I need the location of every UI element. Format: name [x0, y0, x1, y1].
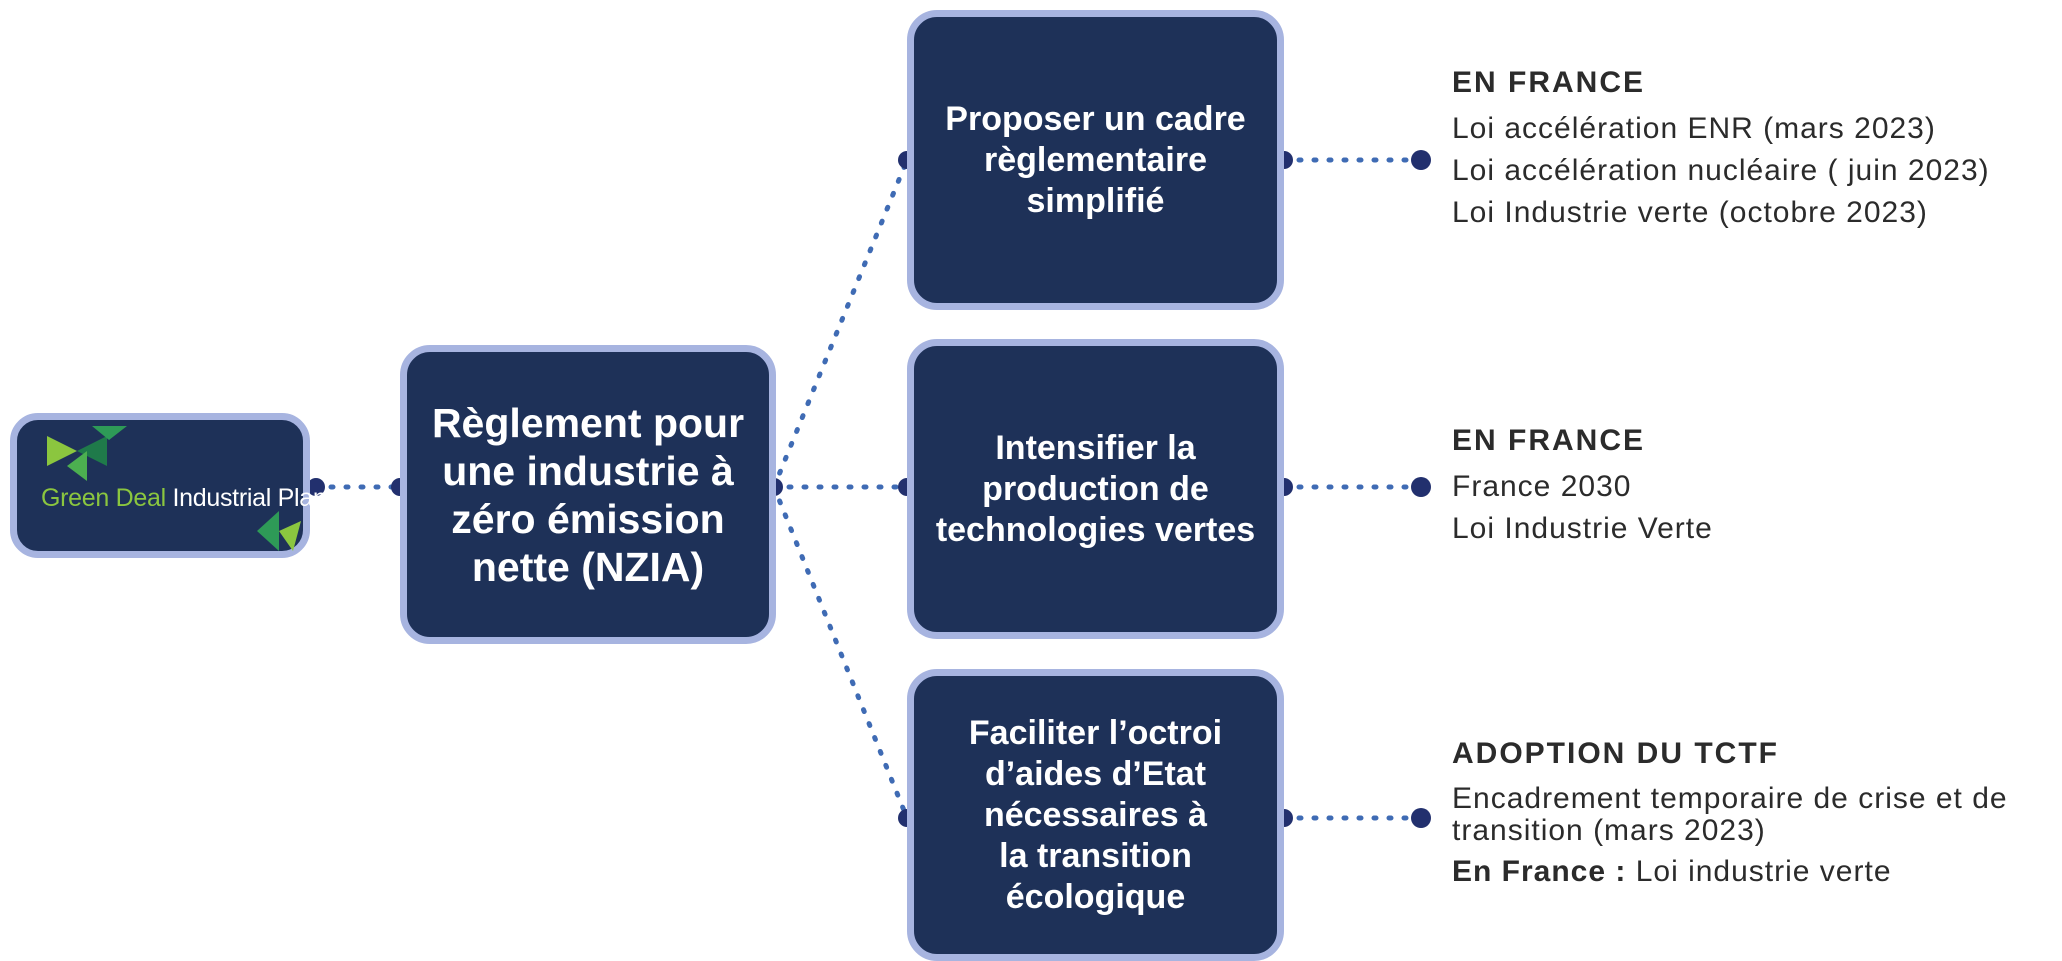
branch-label: Faciliter l’octroi d’aides d’Etat nécess…: [968, 713, 1223, 916]
logo-text-white: Industrial Plan: [172, 484, 327, 512]
detail-heading: EN FRANCE: [1452, 66, 1646, 99]
detail-line-mixed: En France : Loi industrie verte: [1452, 855, 2052, 889]
detail-line: Loi accélération ENR (mars 2023): [1452, 112, 1936, 145]
detail-line: Loi accélération nucléaire ( juin 2023): [1452, 154, 1990, 187]
nzia-box: Règlement pour une industrie à zéro émis…: [400, 345, 776, 644]
logo-text: Green Deal Industrial Plan: [41, 484, 327, 513]
branch-label: Intensifier la production de technologie…: [935, 428, 1256, 549]
logo-text-green: Green Deal: [41, 484, 166, 512]
detail-block: EN FRANCE France 2030 Loi Industrie Vert…: [1452, 424, 1713, 554]
green-triangles-icon: [47, 426, 127, 481]
connector-center-b3: [771, 484, 910, 821]
branch-box-cadre: Proposer un cadre règlementaire simplifi…: [907, 10, 1284, 310]
branch-box-aides: Faciliter l’octroi d’aides d’Etat nécess…: [907, 669, 1284, 961]
detail-heading: EN FRANCE: [1452, 424, 1646, 457]
branch-label: Proposer un cadre règlementaire simplifi…: [945, 99, 1246, 220]
green-corner-icon: [257, 511, 301, 551]
dot: [1411, 150, 1431, 170]
green-deal-logo-box: Green Deal Industrial Plan: [10, 413, 327, 558]
detail-line: Loi Industrie verte (octobre 2023): [1452, 196, 1928, 229]
detail-rest: Loi industrie verte: [1626, 855, 1892, 888]
nzia-label: Règlement pour une industrie à zéro émis…: [431, 399, 745, 590]
dot: [1411, 477, 1431, 497]
detail-block: ADOPTION DU TCTF Encadrement temporaire …: [1452, 737, 2052, 897]
dot: [307, 478, 325, 496]
detail-block: EN FRANCE Loi accélération ENR (mars 202…: [1452, 66, 1990, 238]
branch-box-production: Intensifier la production de technologie…: [907, 339, 1284, 639]
detail-line: Encadrement temporaire de crise et de tr…: [1452, 782, 2008, 847]
connector-center-b1: [771, 157, 910, 490]
detail-bold-label: En France :: [1452, 855, 1627, 888]
detail-line: Loi Industrie Verte: [1452, 512, 1713, 545]
detail-line: France 2030: [1452, 470, 1632, 503]
dot: [1411, 808, 1431, 828]
detail-heading: ADOPTION DU TCTF: [1452, 737, 1779, 770]
